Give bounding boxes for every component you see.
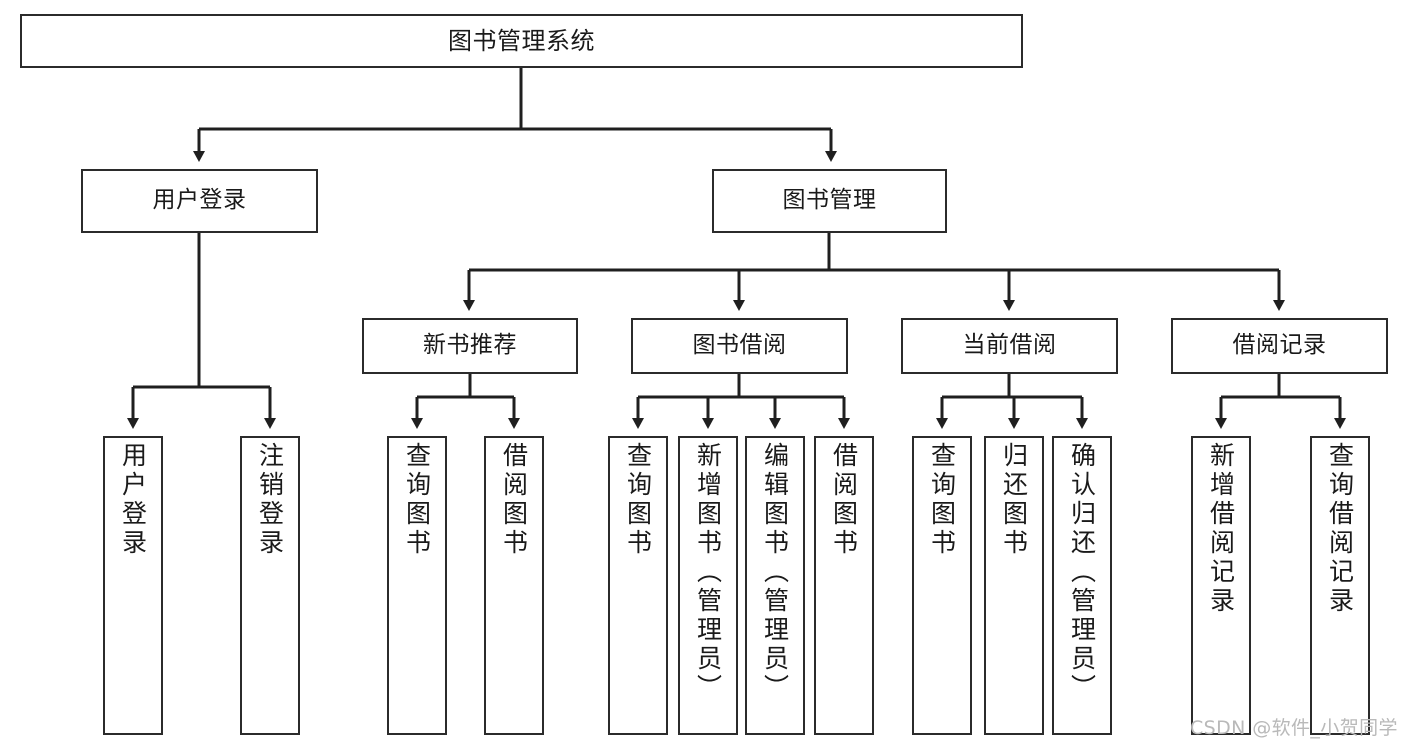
node-book-management-label: 图书管理 <box>782 187 877 214</box>
node-book-management[interactable]: 图书管理 <box>712 169 947 233</box>
leaf-node-label: 借阅图书 <box>829 442 859 558</box>
node-root-label: 图书管理系统 <box>448 26 595 55</box>
leaf-node-label: 归还图书 <box>999 442 1029 558</box>
node-user-login[interactable]: 用户登录 <box>81 169 318 233</box>
leaf-node[interactable]: 查询图书 <box>912 436 972 735</box>
node-new-book-recommend[interactable]: 新书推荐 <box>362 318 578 374</box>
leaf-node-label: 查询图书 <box>402 442 432 558</box>
node-current-borrow[interactable]: 当前借阅 <box>901 318 1118 374</box>
leaf-node-label: 借阅图书 <box>499 442 529 558</box>
csdn-watermark: CSDN @软件_小贺同学 <box>1190 717 1398 739</box>
node-user-login-label: 用户登录 <box>152 187 247 214</box>
leaf-node[interactable]: 新增图书（管理员） <box>678 436 738 735</box>
node-root[interactable]: 图书管理系统 <box>20 14 1023 68</box>
node-borrow-records-label: 借阅记录 <box>1232 332 1327 359</box>
leaf-node[interactable]: 编辑图书（管理员） <box>745 436 805 735</box>
leaf-node[interactable]: 确认归还（管理员） <box>1052 436 1112 735</box>
node-book-borrow[interactable]: 图书借阅 <box>631 318 848 374</box>
leaf-node-label: 查询图书 <box>927 442 957 558</box>
leaf-node[interactable]: 查询借阅记录 <box>1310 436 1370 735</box>
leaf-node-label: 新增图书（管理员） <box>693 442 723 703</box>
node-borrow-records[interactable]: 借阅记录 <box>1171 318 1388 374</box>
leaf-node[interactable]: 查询图书 <box>387 436 447 735</box>
node-new-book-recommend-label: 新书推荐 <box>423 332 517 359</box>
leaf-node[interactable]: 用户登录 <box>103 436 163 735</box>
leaf-node-label: 查询借阅记录 <box>1325 442 1355 616</box>
leaf-node[interactable]: 新增借阅记录 <box>1191 436 1251 735</box>
leaf-node[interactable]: 查询图书 <box>608 436 668 735</box>
leaf-node-label: 确认归还（管理员） <box>1067 442 1097 703</box>
leaf-node-label: 查询图书 <box>623 442 653 558</box>
leaf-node-label: 编辑图书（管理员） <box>760 442 790 703</box>
leaf-node[interactable]: 借阅图书 <box>814 436 874 735</box>
leaf-node-label: 用户登录 <box>118 442 148 558</box>
leaf-node[interactable]: 借阅图书 <box>484 436 544 735</box>
leaf-node[interactable]: 注销登录 <box>240 436 300 735</box>
leaf-node[interactable]: 归还图书 <box>984 436 1044 735</box>
leaf-node-label: 新增借阅记录 <box>1206 442 1236 616</box>
node-current-borrow-label: 当前借阅 <box>962 332 1057 359</box>
leaf-node-label: 注销登录 <box>255 442 285 558</box>
node-book-borrow-label: 图书借阅 <box>692 332 787 359</box>
